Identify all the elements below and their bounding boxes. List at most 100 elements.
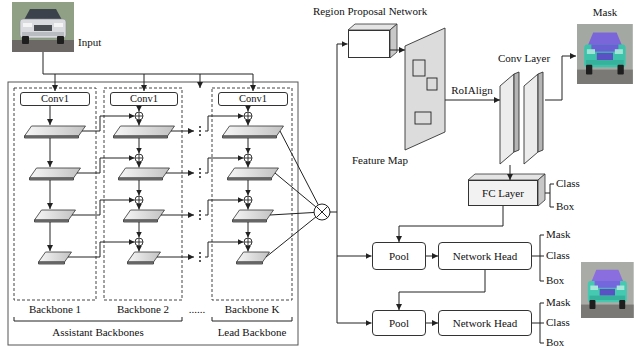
fusion-wire — [275, 173, 322, 212]
connector — [390, 50, 405, 51]
connector — [426, 323, 438, 324]
mask-car-image — [581, 262, 634, 318]
roi-box — [427, 78, 437, 90]
mask-body — [588, 281, 627, 302]
sum-cross — [244, 112, 252, 246]
input-wire — [43, 52, 253, 74]
feature-map-shape — [405, 28, 445, 150]
node-text: Conv1 — [130, 93, 158, 105]
feature-map-plane — [405, 28, 445, 150]
edge-label: RoIAlign — [450, 84, 494, 97]
photo-background — [12, 2, 74, 52]
mask-light — [587, 49, 595, 54]
node-text: Pool — [389, 317, 409, 329]
dot — [199, 214, 201, 216]
backbone-frame — [8, 82, 298, 345]
input-wire — [253, 74, 254, 91]
input-wire — [200, 74, 201, 88]
group-bracket — [212, 317, 292, 321]
connector — [445, 100, 500, 101]
plane-edge — [223, 136, 277, 138]
dot — [199, 252, 201, 254]
chain-arrow — [248, 246, 249, 252]
node-text: Network Head — [453, 317, 517, 329]
plane-edge — [228, 178, 272, 180]
mask-hood — [591, 44, 618, 51]
node-text: FC Layer — [482, 187, 524, 199]
plane-edge — [35, 220, 69, 222]
group-bracket — [14, 317, 182, 321]
node-text: Feature Map — [352, 154, 408, 166]
dot — [199, 218, 201, 220]
mask-light — [590, 286, 598, 290]
text-label: Mask — [546, 228, 570, 241]
conv-slab — [524, 74, 538, 164]
pool-box: Pool — [372, 242, 426, 270]
input-wires — [43, 52, 253, 91]
text-label: ...... — [189, 303, 206, 316]
mask-grille — [600, 289, 615, 296]
plane-edge — [30, 178, 74, 180]
lateral-wire — [68, 242, 135, 257]
mask-light — [615, 49, 623, 54]
car-wheel — [619, 300, 625, 309]
feature-plane — [119, 168, 170, 178]
box-side-face — [538, 174, 545, 206]
text-label: Input — [78, 36, 101, 49]
mask-bumper — [586, 60, 624, 65]
car-body — [20, 19, 66, 38]
node-text: Conv1 — [239, 93, 267, 105]
conv-slab — [500, 74, 514, 164]
conv-layer-shape — [500, 72, 548, 165]
roi-box — [415, 112, 431, 124]
chain-arrow — [50, 138, 51, 167]
feature-plane — [128, 252, 161, 262]
sum-nodes — [135, 112, 252, 246]
fusion-wire — [266, 212, 322, 257]
output-bracket — [532, 235, 544, 281]
mask-hood — [595, 281, 621, 288]
car-light — [54, 23, 63, 27]
chain-arrow — [248, 180, 249, 196]
input-car-photo — [12, 2, 74, 52]
plane-edge — [25, 136, 79, 138]
feature-plane — [233, 210, 274, 220]
text-label: Mask — [593, 6, 617, 19]
plane-edge — [233, 220, 267, 222]
chain-arrow — [139, 180, 140, 196]
chain-arrow — [139, 204, 140, 210]
photo-background — [577, 24, 633, 84]
sum-cross — [135, 112, 143, 246]
text-label: Backbone 1 — [29, 303, 81, 316]
feature-plane — [223, 126, 284, 136]
chain-arrow — [248, 106, 249, 112]
dot — [199, 172, 201, 174]
lateral-wire — [205, 158, 244, 173]
lateral-wire — [72, 200, 135, 215]
text-label: Class — [556, 177, 580, 190]
text-label: Box — [556, 200, 574, 213]
plane-edge — [114, 136, 168, 138]
chain-arrow — [248, 204, 249, 210]
lateral-wire — [205, 242, 244, 257]
dot — [199, 168, 201, 170]
network-head-box: Network Head — [438, 310, 532, 336]
lateral-wire — [171, 131, 194, 132]
backbone-dashed-box — [104, 88, 182, 300]
lateral-wire — [205, 200, 244, 215]
car-window — [24, 9, 62, 20]
dot — [199, 256, 201, 258]
chain-arrow — [139, 222, 140, 238]
photo-background — [581, 262, 634, 318]
fusion-wire — [280, 131, 322, 212]
dot — [199, 130, 201, 132]
lateral-wire — [157, 257, 194, 258]
dot — [199, 210, 201, 212]
conv-slab-edge — [514, 72, 519, 152]
chain-arrow — [139, 246, 140, 252]
backbone-wires — [14, 44, 576, 343]
feature-plane — [237, 252, 270, 262]
car-wheel — [22, 36, 29, 44]
road — [581, 305, 634, 318]
